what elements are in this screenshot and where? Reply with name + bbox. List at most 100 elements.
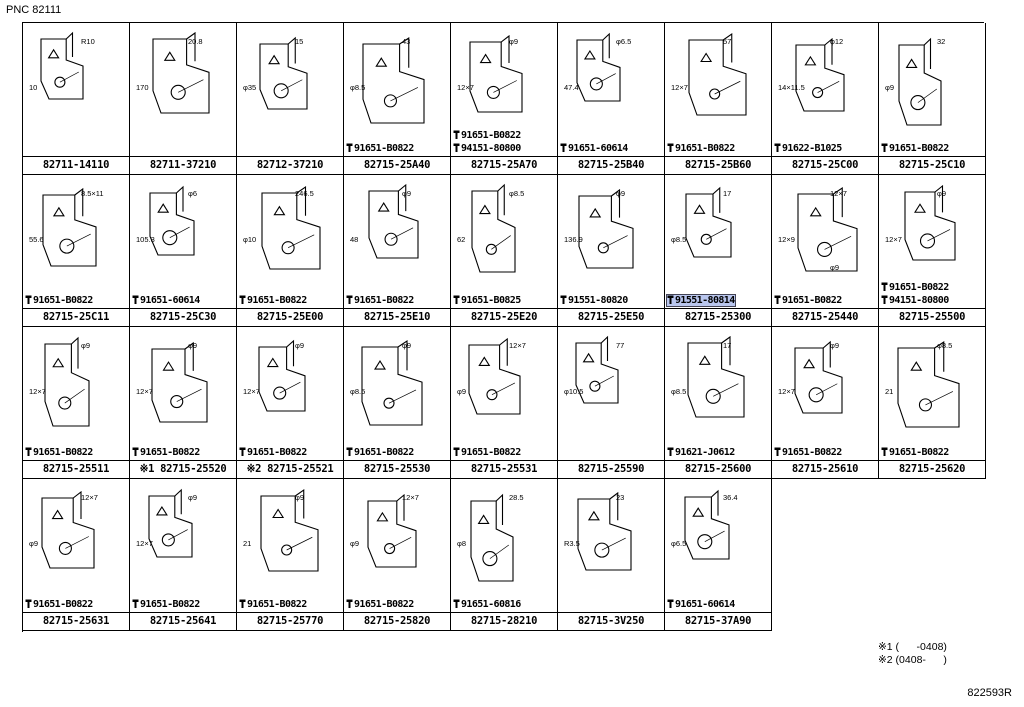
part-number[interactable]: 82715-25E10 [344, 308, 450, 326]
part-number[interactable]: 82715-25E50 [558, 308, 664, 326]
bolt-number: 91651-B0822 [889, 447, 949, 458]
bolt-part-number[interactable]: 91651-B0822 [667, 143, 735, 154]
part-number[interactable]: 82715-28210 [451, 612, 557, 630]
bolt-part-number[interactable]: 91651-60614 [667, 599, 735, 610]
part-number[interactable]: 82715-25C11 [23, 308, 129, 326]
bolt-part-number[interactable]: 91651-B0822 [132, 447, 200, 458]
dimension-label: φ9 [295, 493, 305, 502]
dimension-label: φ9 [509, 37, 519, 46]
dimension-label: 246.5 [295, 189, 314, 198]
part-number[interactable]: 82715-25631 [23, 612, 129, 630]
part-drawing [44, 336, 90, 427]
bolt-part-number[interactable]: 91651-B0822 [239, 447, 307, 458]
part-number[interactable]: 82715-25B60 [665, 156, 771, 174]
part-number[interactable]: 82715-25E00 [237, 308, 343, 326]
bolt-icon [453, 130, 460, 139]
dimension-label: φ9 [295, 341, 305, 350]
bolt-part-number[interactable]: 91651-B0822 [346, 447, 414, 458]
dimension-label: 14×11.5 [778, 83, 805, 92]
bolt-icon [346, 447, 353, 456]
bolt-number: 91622-B1025 [782, 143, 842, 154]
part-number[interactable]: 82715-25820 [344, 612, 450, 630]
bolt-part-number[interactable]: 91651-B0825 [453, 295, 521, 306]
dimension-label: 32 [937, 37, 946, 46]
part-number[interactable]: 82715-25590 [558, 460, 664, 478]
empty-area [772, 479, 988, 633]
part-number[interactable]: 82715-3V250 [558, 612, 664, 630]
part-number[interactable]: 82715-25500 [879, 308, 985, 326]
bolt-part-number[interactable]: 91651-B0822 [346, 599, 414, 610]
part-number[interactable]: 82715-25530 [344, 460, 450, 478]
part-number[interactable]: 82715-25C00 [772, 156, 878, 174]
part-number[interactable]: 82715-25600 [665, 460, 771, 478]
part-number[interactable]: 82715-25770 [237, 612, 343, 630]
part-number[interactable]: 82715-37A90 [665, 612, 771, 630]
part-number[interactable]: 82711-37210 [130, 156, 236, 174]
bolt-part-number[interactable]: 91651-B0822 [881, 447, 949, 458]
part-number[interactable]: 82715-25A40 [344, 156, 450, 174]
bolt-part-number[interactable]: 91622-B1025 [774, 143, 842, 154]
bolt-part-number[interactable]: 91651-60614 [560, 143, 628, 154]
part-number[interactable]: 82715-25641 [130, 612, 236, 630]
dimension-label: φ9 [616, 189, 626, 198]
part-number[interactable]: 82715-25620 [879, 460, 985, 478]
bolt-part-number[interactable]: 91651-B0822 [25, 295, 93, 306]
bolt-part-number[interactable]: 91651-B0822 [453, 447, 521, 458]
part-number[interactable]: 82715-25C30 [130, 308, 236, 326]
bolt-part-number[interactable]: 91651-B0822 [346, 295, 414, 306]
part-number[interactable]: 82715-25610 [772, 460, 878, 478]
dimension-label: 15 [295, 37, 304, 46]
dimension-label: 12×7 [671, 83, 688, 92]
part-number[interactable]: 82715-25300 [665, 308, 771, 326]
bolt-part-number[interactable]: 91551-80820 [560, 295, 628, 306]
bolt-part-number[interactable]: 91651-B0822 [239, 295, 307, 306]
bolt-part-number[interactable]: 91651-B0822 [346, 143, 414, 154]
dimension-label: φ9 [830, 341, 840, 350]
bolt-part-number[interactable]: 91621-J0612 [667, 447, 735, 458]
part-number[interactable]: ※1 82715-25520 [130, 460, 236, 478]
part-number[interactable]: 82715-25A70 [451, 156, 557, 174]
bolt-icon [667, 295, 674, 304]
dimension-label: φ9 [937, 189, 947, 198]
bolt-part-number[interactable]: 94151-80800 [453, 143, 521, 154]
part-number[interactable]: ※2 82715-25521 [237, 460, 343, 478]
bolt-icon [881, 143, 888, 152]
part-number[interactable]: 82715-25511 [23, 460, 129, 478]
bolt-part-number[interactable]: 91651-B0822 [774, 447, 842, 458]
dimension-label: 48 [350, 235, 359, 244]
part-number[interactable]: 82715-25531 [451, 460, 557, 478]
part-number[interactable]: 82711-14110 [23, 156, 129, 174]
bolt-part-number[interactable]: 91651-B0822 [453, 130, 521, 141]
bolt-part-number[interactable]: 94151-80800 [881, 295, 949, 306]
bolt-part-number[interactable]: 91651-B0822 [132, 599, 200, 610]
bolt-part-number[interactable]: 91651-B0822 [25, 599, 93, 610]
dimension-label: 105.3 [136, 235, 155, 244]
part-number[interactable]: 82715-25440 [772, 308, 878, 326]
dimension-label: 55.6 [29, 235, 44, 244]
bolt-icon [239, 447, 246, 456]
part-number[interactable]: 82715-25E20 [451, 308, 557, 326]
bolt-part-number-highlighted[interactable]: 91551-80814 [666, 294, 736, 307]
bolt-number: 91651-B0822 [33, 295, 93, 306]
part-number[interactable]: 82715-25B40 [558, 156, 664, 174]
part-drawing [41, 490, 95, 569]
bolt-part-number[interactable]: 91651-B0822 [239, 599, 307, 610]
part-number[interactable]: 82712-37210 [237, 156, 343, 174]
part-drawing [258, 339, 306, 412]
bolt-part-number[interactable]: 91651-B0822 [774, 295, 842, 306]
bolt-part-number[interactable]: 91651-B0822 [881, 143, 949, 154]
dimension-label: 20.8 [188, 37, 203, 46]
figure-code: 822593R [967, 687, 1012, 699]
bolt-part-number[interactable]: 91651-60816 [453, 599, 521, 610]
bolt-part-number[interactable]: 91651-B0822 [25, 447, 93, 458]
part-number[interactable]: 82715-25C10 [879, 156, 985, 174]
part-drawing [362, 36, 425, 124]
part-drawing [368, 183, 419, 259]
bolt-icon [25, 447, 32, 456]
bolt-part-number[interactable]: 91651-60614 [132, 295, 200, 306]
part-drawing [578, 188, 634, 269]
bolt-part-number[interactable]: 91651-B0822 [881, 282, 949, 293]
